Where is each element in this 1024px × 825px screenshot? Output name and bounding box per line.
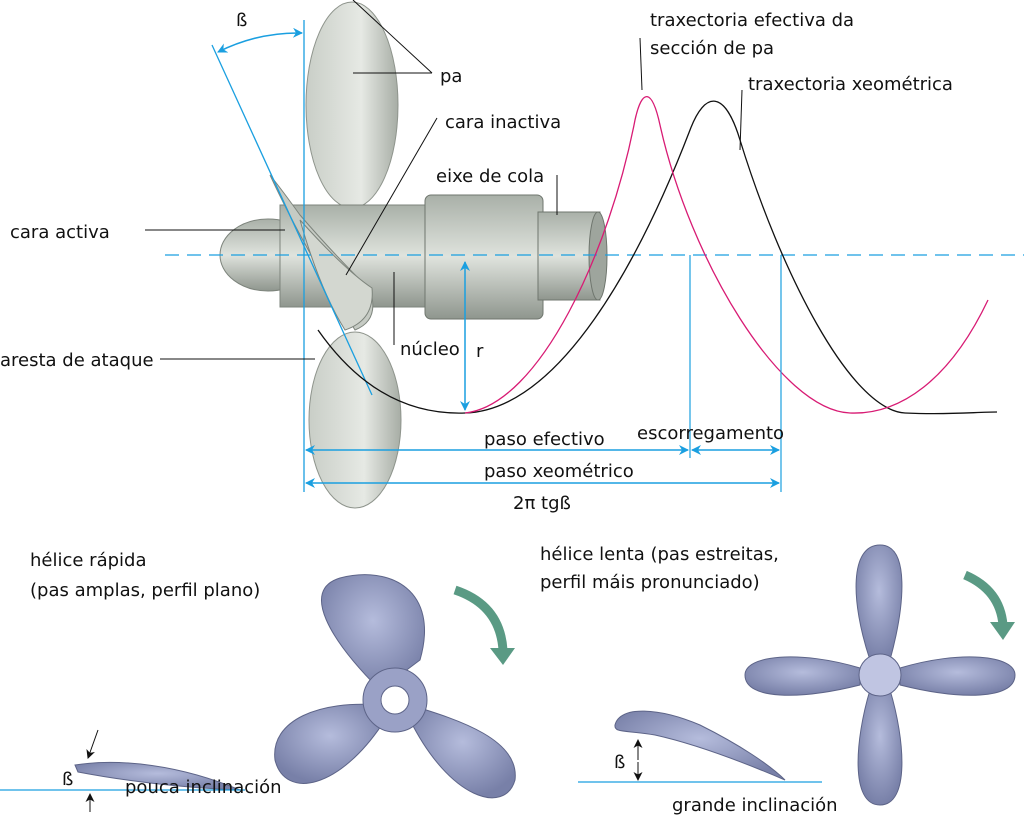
geometric-trajectory-curve — [317, 100, 998, 415]
label-cara-activa: cara activa — [10, 222, 110, 243]
label-aresta-de-ataque: aresta de ataque — [0, 350, 154, 371]
blade-pitch-line — [211, 44, 373, 396]
slow-caption: grande inclinación — [672, 795, 838, 816]
fast-beta-label: ß — [62, 769, 73, 790]
fast-angle-arrow-top — [86, 729, 99, 759]
effective-trajectory-curve — [464, 96, 989, 414]
label-effective-trajectory-line1: traxectoria efectiva da — [650, 10, 854, 31]
fast-propeller-subtitle: (pas amplas, perfil plano) — [30, 580, 260, 601]
slow-beta-label: ß — [614, 752, 625, 773]
label-geometric-trajectory: traxectoria xeométrica — [748, 74, 953, 95]
label-formula: 2π tgß — [513, 493, 571, 514]
label-escorregamento: escorregamento — [637, 423, 784, 444]
label-pa: pa — [440, 66, 462, 87]
rotation-arrow-fast — [453, 585, 508, 651]
fast-caption: pouca inclinación — [125, 777, 282, 798]
slow-propeller-title: hélice lenta (pas estreitas, — [540, 544, 779, 565]
inactive-face-blade — [299, 219, 373, 331]
label-cara-inactiva: cara inactiva — [445, 112, 561, 133]
beta-angle-arc — [217, 27, 303, 53]
curved-blade-profile — [614, 710, 786, 781]
label-nucleo: núcleo — [400, 339, 460, 360]
four-blade-propeller — [744, 544, 1016, 806]
shaft-end — [588, 211, 608, 301]
rotation-arrowhead-slow — [990, 622, 1015, 640]
lower-blade — [308, 331, 402, 509]
side-propeller — [219, 1, 608, 509]
rotation-arrowhead-fast — [490, 648, 515, 665]
label-paso-efectivo: paso efectivo — [484, 429, 605, 450]
label-r: r — [476, 341, 484, 362]
beta-label: ß — [236, 10, 247, 31]
slow-propeller-subtitle: perfil máis pronunciado) — [540, 572, 760, 593]
shaft-collar — [424, 194, 544, 320]
three-blade-propeller — [274, 574, 516, 799]
rotation-arrow-slow — [963, 570, 1008, 626]
fast-propeller-title: hélice rápida — [30, 550, 147, 571]
upper-blade — [305, 1, 399, 209]
leader-lines — [145, 0, 743, 360]
label-effective-trajectory-line2: sección de pa — [650, 38, 774, 59]
label-eixe-de-cola: eixe de cola — [436, 166, 544, 187]
label-paso-xeometrico: paso xeométrico — [484, 461, 634, 482]
